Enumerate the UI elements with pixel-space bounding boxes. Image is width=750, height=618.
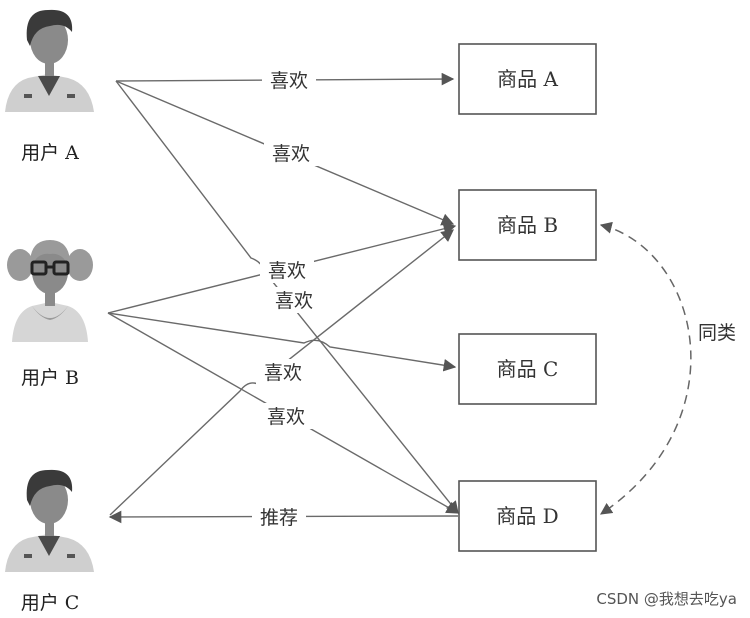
item-b-box — [458, 189, 597, 261]
edge-label-user-b-item-d: 喜欢 — [267, 406, 305, 428]
similar-link-label: 同类 — [698, 322, 736, 344]
male-user-icon — [5, 9, 94, 112]
user-c-avatar: 用户 C — [5, 469, 94, 614]
watermark-text: CSDN @我想去吃ya — [596, 590, 737, 608]
edge-labels-layer: 喜欢 喜欢 喜欢 喜欢 喜欢 喜欢 推荐 — [252, 67, 321, 530]
user-c-label: 用户 C — [21, 592, 80, 614]
user-b-avatar: 用户 B — [7, 240, 93, 389]
item-b-label: 商品 B — [497, 213, 558, 237]
item-d-label: 商品 D — [496, 504, 558, 528]
item-c-label: 商品 C — [497, 357, 559, 381]
edge-label-user-c-item-b: 喜欢 — [264, 362, 302, 384]
item-a-box — [458, 43, 597, 115]
item-c-box — [458, 333, 597, 405]
item-c-node: 商品 C — [458, 333, 597, 405]
edge-user-b-item-c — [107, 312, 457, 372]
edge-label-user-a-item-b: 喜欢 — [272, 143, 310, 165]
edge-label-like-extra: 喜欢 — [275, 290, 313, 312]
item-a-label: 商品 A — [497, 67, 558, 91]
user-a-avatar: 用户 A — [5, 9, 94, 164]
item-d-box — [458, 480, 597, 552]
user-b-label: 用户 B — [21, 367, 79, 389]
user-a-label: 用户 A — [21, 142, 79, 164]
edge-label-recommend: 推荐 — [260, 507, 298, 529]
item-a-node: 商品 A — [458, 43, 597, 115]
similar-link-item-b-item-d — [599, 221, 692, 515]
edge-label-user-a-item-a: 喜欢 — [270, 70, 308, 92]
item-d-node: 商品 D — [458, 480, 597, 552]
item-b-node: 商品 B — [458, 189, 597, 261]
edge-label-user-b-item-b: 喜欢 — [268, 260, 306, 282]
male-user-icon — [5, 469, 94, 572]
female-user-with-glasses-icon — [7, 240, 93, 342]
